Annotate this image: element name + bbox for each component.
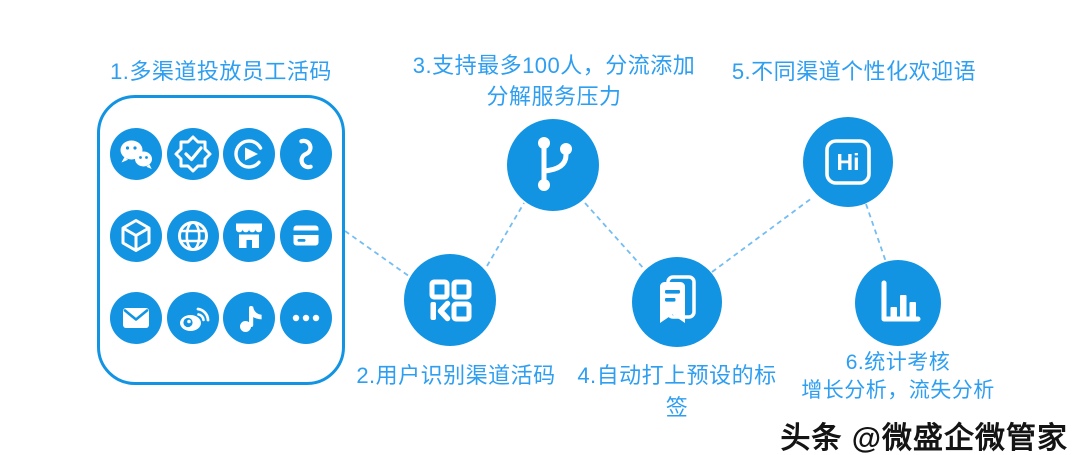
- step1-label: 1.多渠道投放员工活码: [110, 59, 332, 84]
- shop-store-icon: [223, 210, 276, 262]
- watermark-text: 头条 @微盛企微管家: [780, 422, 1068, 455]
- step3-label-line2: 分解服务压力: [486, 84, 622, 109]
- connector-hi-to-chart: [865, 203, 887, 263]
- mail-icon: [110, 292, 162, 344]
- hi-greeting-icon: Hi: [803, 117, 893, 207]
- step6-label-line1: 6.统计考核: [845, 351, 951, 374]
- hi-text: Hi: [837, 149, 860, 175]
- cube-icon: [110, 210, 162, 262]
- connector-tag-to-hi: [711, 197, 813, 273]
- wechat-icon: [110, 128, 162, 180]
- step5-label: 5.不同渠道个性化欢迎语: [731, 59, 977, 84]
- step2-label: 2.用户识别渠道活码: [356, 363, 556, 388]
- connector-box-to-qr: [344, 230, 414, 280]
- website-globe-icon: [166, 210, 219, 262]
- qr-code-icon: [404, 254, 496, 346]
- step6-label-line2: 增长分析，流失分析: [801, 379, 995, 402]
- step3-label-line1: 3.支持最多100人，分流添加: [412, 53, 696, 78]
- branch-split-icon: [507, 119, 599, 211]
- bank-card-icon: [279, 210, 332, 262]
- step6-label: 6.统计考核 增长分析，流失分析: [796, 349, 1000, 405]
- step3-label: 3.支持最多100人，分流添加 分解服务压力: [398, 50, 710, 112]
- video-channels-icon: [223, 128, 276, 180]
- weibo-icon: [166, 292, 219, 344]
- more-ellipsis-icon: [279, 292, 332, 344]
- mini-program-icon: [279, 128, 332, 180]
- official-account-badge-icon: [166, 128, 219, 180]
- bar-chart-icon: [855, 260, 941, 346]
- bookmark-tag-icon: [632, 257, 722, 347]
- douyin-music-note-icon: [223, 292, 276, 344]
- step4-label: 4.自动打上预设的标签: [577, 363, 777, 420]
- channel-grid-box: [97, 95, 345, 385]
